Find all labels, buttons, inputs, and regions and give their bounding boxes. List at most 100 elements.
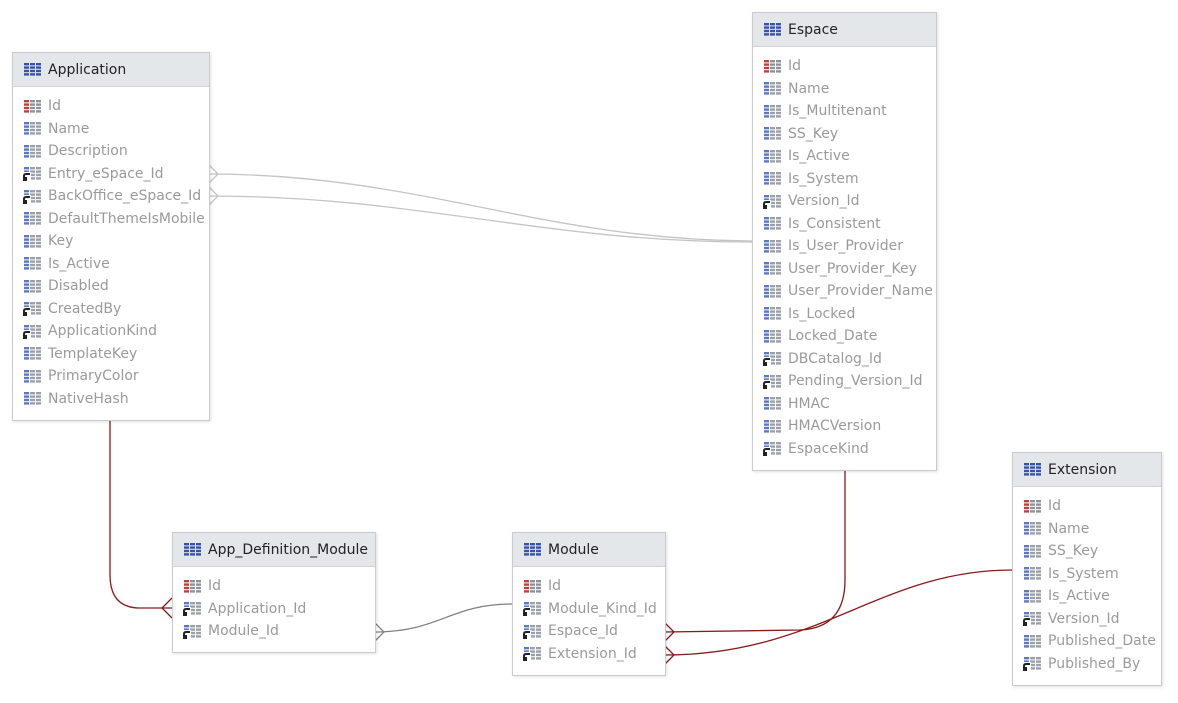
attribute-row[interactable]: HMAC xyxy=(753,393,936,416)
attribute-row[interactable]: Is_Active xyxy=(1013,585,1161,608)
attribute-row[interactable]: DBCatalog_Id xyxy=(753,348,936,371)
attribute-name: HMAC xyxy=(788,395,830,412)
attribute-icon xyxy=(23,211,42,226)
attribute-icon xyxy=(763,216,782,231)
attribute-row[interactable]: CreatedBy xyxy=(13,298,209,321)
attribute-name: EspaceKind xyxy=(788,440,869,457)
attribute-row[interactable]: Name xyxy=(753,78,936,101)
attribute-name: Is_Active xyxy=(48,255,110,272)
attribute-name: Module_Id xyxy=(208,623,279,640)
table-icon xyxy=(183,542,202,557)
primary-key-icon xyxy=(523,579,542,594)
foreign-key-icon xyxy=(23,301,42,317)
foreign-key-icon xyxy=(523,601,542,617)
table-title: Espace xyxy=(788,21,838,38)
relation-appdef-module xyxy=(373,603,513,633)
attribute-row[interactable]: Version_Id xyxy=(753,190,936,213)
attribute-row[interactable]: Name xyxy=(1013,518,1161,541)
attribute-row[interactable]: Id xyxy=(13,95,209,118)
attribute-row[interactable]: BackOffice_eSpace_Id xyxy=(13,185,209,208)
attribute-row[interactable]: Key xyxy=(13,230,209,253)
attribute-row[interactable]: Module_Id xyxy=(173,620,375,643)
attribute-name: SS_Key xyxy=(788,125,839,142)
foreign-key-icon xyxy=(23,324,42,339)
attribute-row[interactable]: TemplateKey xyxy=(13,343,209,366)
attribute-row[interactable]: Description xyxy=(13,140,209,163)
attribute-row[interactable]: NativeHash xyxy=(13,388,209,411)
attribute-name: TemplateKey xyxy=(48,345,138,362)
attribute-icon xyxy=(763,104,782,119)
attribute-row[interactable]: Is_Locked xyxy=(753,303,936,326)
crowfoot-marker xyxy=(373,621,385,643)
attribute-name: HMACVersion xyxy=(788,418,882,435)
attribute-row[interactable]: EspaceKind xyxy=(753,438,936,461)
attribute-row[interactable]: Published_By xyxy=(1013,653,1161,676)
attribute-row[interactable]: Pending_Version_Id xyxy=(753,370,936,393)
attribute-row[interactable]: Application_Id xyxy=(173,598,375,621)
attribute-row[interactable]: Version_Id xyxy=(1013,608,1161,631)
attribute-icon xyxy=(763,239,782,254)
attribute-icon xyxy=(1023,544,1042,559)
attribute-row[interactable]: SS_Key xyxy=(1013,540,1161,563)
attribute-row[interactable]: Module_Kind_Id xyxy=(513,598,665,621)
foreign-key-icon xyxy=(1023,611,1042,627)
attribute-row[interactable]: Name xyxy=(13,118,209,141)
attribute-row[interactable]: Id xyxy=(1013,495,1161,518)
attribute-icon xyxy=(1023,589,1042,604)
attribute-row[interactable]: Disabled xyxy=(13,275,209,298)
foreign-key-icon xyxy=(183,624,202,639)
foreign-key-icon xyxy=(23,189,42,204)
foreign-key-icon xyxy=(1023,656,1042,672)
attribute-row[interactable]: Is_Active xyxy=(753,145,936,168)
attribute-row[interactable]: Published_Date xyxy=(1013,630,1161,653)
attribute-row[interactable]: Id xyxy=(173,575,375,598)
attribute-row[interactable]: PrimaryColor xyxy=(13,365,209,388)
attribute-icon xyxy=(763,126,782,141)
attribute-name: Description xyxy=(48,143,128,160)
attribute-name: Version_Id xyxy=(1048,610,1120,627)
attribute-row[interactable]: Is_User_Provider xyxy=(753,235,936,258)
attribute-row[interactable]: Id xyxy=(513,575,665,598)
attribute-row[interactable]: HMACVersion xyxy=(753,415,936,438)
attribute-row[interactable]: User_Provider_Name xyxy=(753,280,936,303)
attribute-name: DBCatalog_Id xyxy=(788,350,882,367)
attribute-icon xyxy=(763,396,782,411)
attribute-name: SS_Key xyxy=(1048,543,1099,560)
attribute-icon xyxy=(23,391,42,406)
attribute-row[interactable]: User_Provider_Key xyxy=(753,258,936,281)
foreign-key-icon xyxy=(763,441,782,457)
attribute-row[interactable]: Is_Consistent xyxy=(753,213,936,236)
attribute-name: Id xyxy=(788,58,802,75)
attribute-icon xyxy=(763,306,782,321)
attribute-name: Id xyxy=(208,578,222,595)
primary-key-icon xyxy=(1023,499,1042,514)
attribute-row[interactable]: Espace_Id xyxy=(513,620,665,643)
attribute-row[interactable]: Is_Active xyxy=(13,253,209,276)
attribute-row[interactable]: SS_Key xyxy=(753,123,936,146)
attribute-icon xyxy=(763,329,782,344)
attribute-name: CreatedBy xyxy=(48,300,122,317)
attribute-row[interactable]: Is_Multitenant xyxy=(753,100,936,123)
attribute-row[interactable]: Is_System xyxy=(1013,563,1161,586)
attribute-row[interactable]: DefaultThemeIsMobile xyxy=(13,208,209,231)
attribute-name: Name xyxy=(1048,520,1090,537)
relation-application-appdef xyxy=(109,420,172,609)
crowfoot-marker xyxy=(663,621,675,643)
attribute-row[interactable]: ApplicationKind xyxy=(13,320,209,343)
attribute-name: User_Provider_Key xyxy=(788,260,917,277)
attribute-row[interactable]: Locked_Date xyxy=(753,325,936,348)
attribute-row[interactable]: Extension_Id xyxy=(513,643,665,666)
attribute-name: PrimaryColor xyxy=(48,368,139,385)
attribute-row[interactable]: Is_System xyxy=(753,168,936,191)
attribute-row[interactable]: Id xyxy=(753,55,936,78)
attribute-row[interactable]: Entry_eSpace_Id xyxy=(13,163,209,186)
attribute-icon xyxy=(23,121,42,136)
attribute-name: ApplicationKind xyxy=(48,323,158,340)
